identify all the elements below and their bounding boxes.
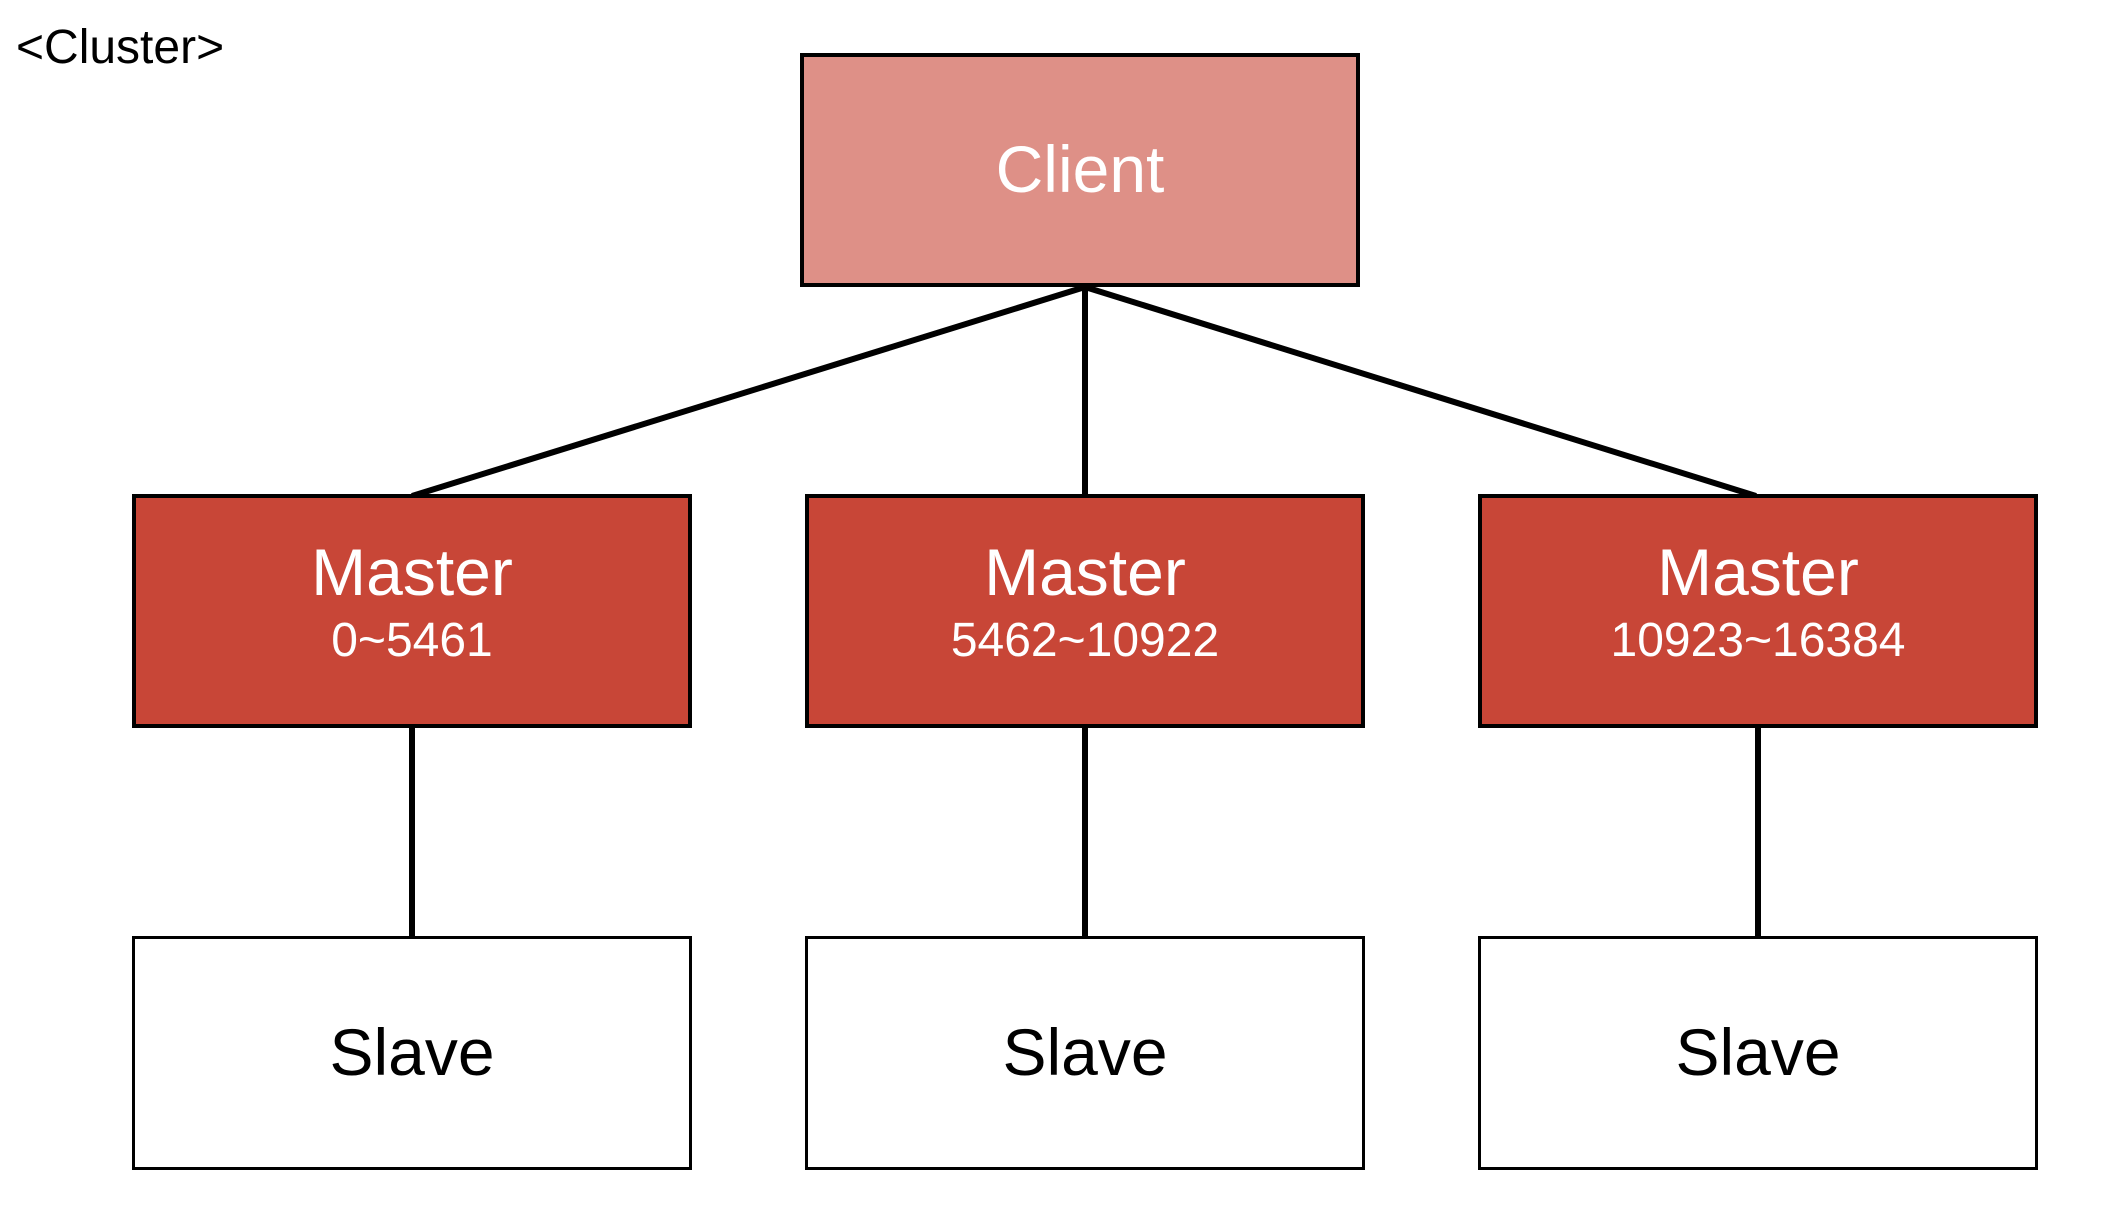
master-slot-range: 10923~16384 (1610, 614, 1906, 668)
connector-client-master3 (1084, 284, 1757, 499)
slave-label: Slave (329, 1015, 495, 1090)
master-node-2: Master 5462~10922 (805, 494, 1365, 728)
diagram-title: <Cluster> (16, 21, 225, 74)
master-node-1: Master 0~5461 (132, 494, 692, 728)
master-slot-range: 5462~10922 (950, 614, 1220, 668)
master-label: Master (311, 534, 513, 609)
connector-client-master1 (411, 284, 1086, 499)
master-label: Master (1657, 534, 1859, 609)
slave-node-1: Slave (132, 936, 692, 1170)
master-label: Master (984, 534, 1186, 609)
client-label: Client (995, 132, 1165, 207)
master-slot-range: 0~5461 (331, 614, 493, 668)
client-node: Client (800, 53, 1360, 287)
master-node-3: Master 10923~16384 (1478, 494, 2038, 728)
slave-node-3: Slave (1478, 936, 2038, 1170)
slave-label: Slave (1002, 1015, 1168, 1090)
slave-label: Slave (1675, 1015, 1841, 1090)
slave-node-2: Slave (805, 936, 1365, 1170)
